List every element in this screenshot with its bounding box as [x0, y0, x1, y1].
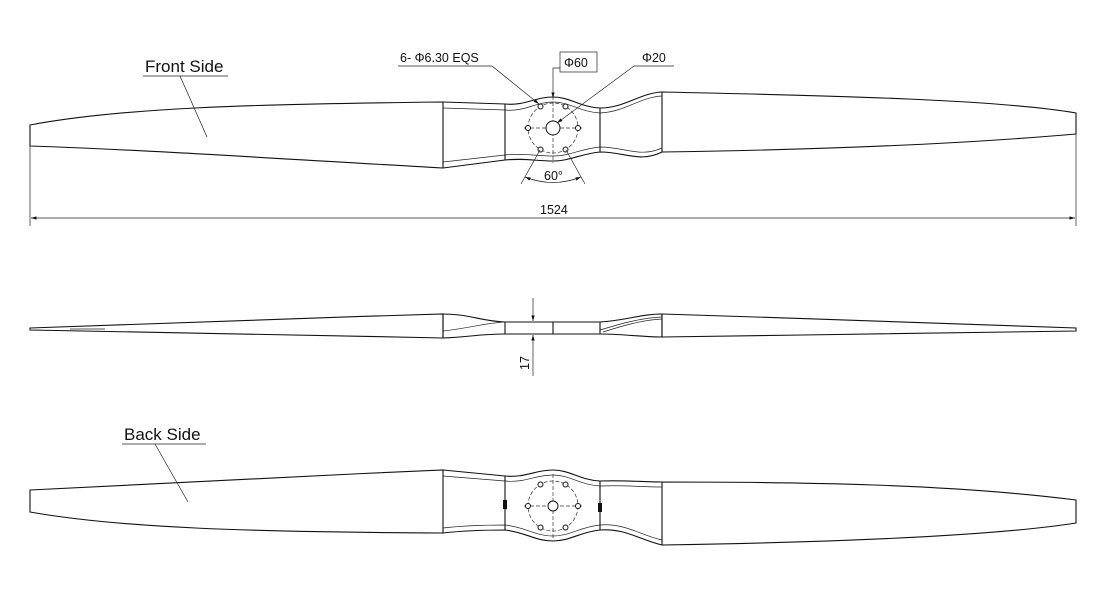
back-view: Back Side: [29, 425, 1077, 546]
front-side-label: Front Side: [145, 57, 223, 76]
right-blade-front: [661, 91, 1077, 153]
front-view: Front Side 6- Φ6.30 EQS Φ60 Φ20 60° 1524: [29, 51, 1077, 226]
bolt-holes: [525, 103, 581, 153]
side-view: 17: [29, 298, 1077, 376]
hub-outline-bottom: [442, 151, 663, 169]
left-blade-front: [29, 101, 444, 169]
length-dimension: 1524: [540, 203, 568, 217]
holes-dimension: 6- Φ6.30 EQS: [400, 51, 479, 65]
right-blade-back: [661, 481, 1077, 546]
angle-dimension: 60°: [544, 169, 563, 183]
center-hole: [545, 120, 561, 136]
left-blade-back: [29, 469, 444, 534]
back-side-label: Back Side: [124, 425, 201, 444]
hub-outline-top: [442, 91, 663, 109]
bolt-circle-dimension: Φ60: [564, 56, 588, 70]
center-hole-dimension: Φ20: [642, 51, 666, 65]
thickness-dimension: 17: [518, 356, 532, 370]
